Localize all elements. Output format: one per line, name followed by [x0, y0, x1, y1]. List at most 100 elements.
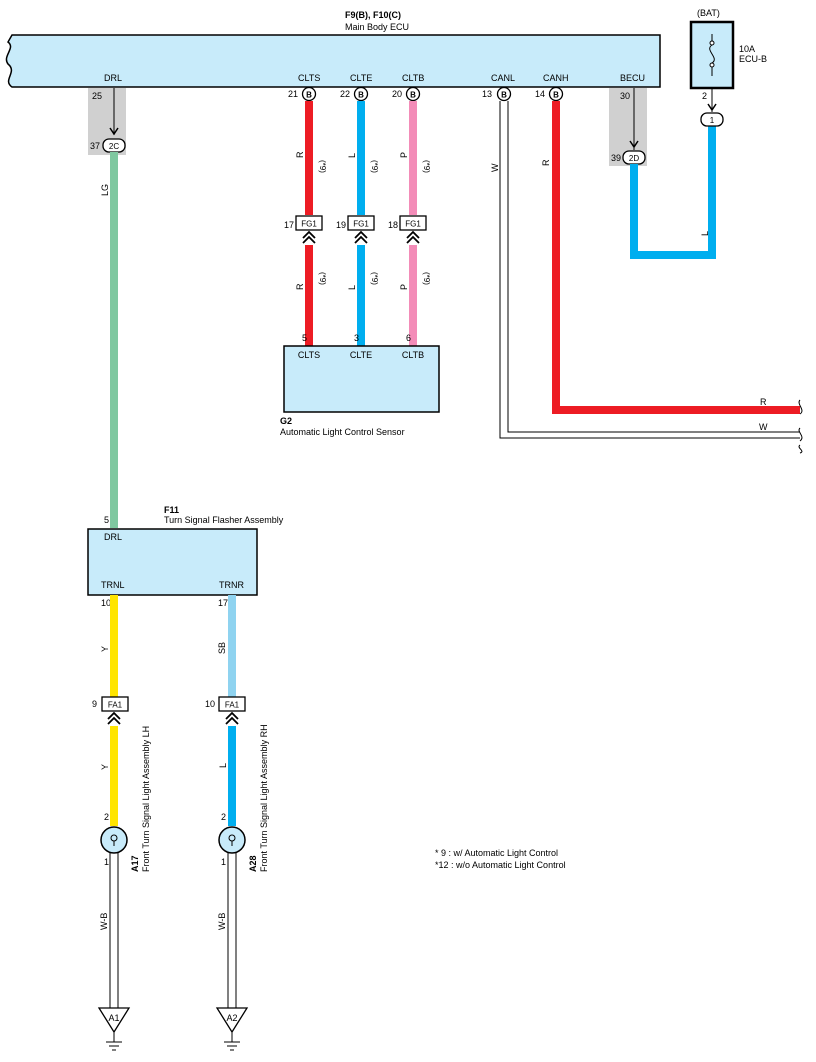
clte-wire-label-lower: L — [347, 285, 357, 290]
svg-text:2: 2 — [104, 812, 109, 822]
ground-wire-lh-label: W-B — [99, 913, 109, 930]
ecu-pin-canl-label: CANL — [491, 73, 515, 83]
lamp-lh-code: A17 — [130, 855, 140, 872]
ground-a2-label: A2 — [226, 1013, 237, 1023]
ecu-pin-clte: 22 B — [340, 86, 369, 102]
sensor-pin-cltb-label: CLTB — [402, 350, 424, 360]
svg-text:1: 1 — [104, 857, 109, 867]
ecu-name: Main Body ECU — [345, 22, 409, 32]
trnl-wire-label-upper: Y — [100, 646, 110, 652]
flasher-box — [87, 528, 258, 596]
fuse-name: ECU-B — [739, 54, 767, 64]
svg-text:FG1: FG1 — [353, 220, 369, 229]
svg-text:FA1: FA1 — [108, 701, 123, 710]
sensor-box — [283, 345, 440, 413]
ground-a1-label: A1 — [108, 1013, 119, 1023]
fuse-icon — [709, 34, 715, 76]
svg-text:19: 19 — [336, 220, 346, 230]
flasher-pin-trnr-label: TRNR — [219, 580, 244, 590]
svg-text:B: B — [410, 91, 416, 100]
fa1-connector-trnr: 10 FA1 — [205, 696, 246, 725]
canl-wire-label-right: W — [759, 422, 768, 432]
fg1-connector-cltb: 18 FG1 — [388, 215, 427, 244]
lamp-rh-name: Front Turn Signal Light Assembly RH — [259, 724, 269, 872]
junction-drl-num: 37 — [90, 141, 100, 151]
ecu-codes: F9(B), F10(C) — [345, 10, 401, 20]
flasher-pin-drl-label: DRL — [104, 532, 122, 542]
svg-text:10: 10 — [205, 699, 215, 709]
fuse-arrow-icon — [707, 103, 717, 112]
fuse-conn: 1 — [710, 116, 715, 125]
fg1-connector-clte: 19 FG1 — [336, 215, 375, 244]
sensor-pin-clts-label: CLTS — [298, 350, 320, 360]
wire-break-icon — [798, 399, 803, 454]
ground-wire-rh-label: W-B — [217, 913, 227, 930]
svg-text:FA1: FA1 — [225, 701, 240, 710]
clte-opt-lower: (*9) — [370, 272, 379, 285]
lamp-rh-code: A28 — [248, 855, 258, 872]
canl-wire — [499, 101, 800, 439]
canl-wire-label: W — [490, 163, 500, 172]
fuse-connector — [700, 112, 724, 127]
note-1: * 9 : w/ Automatic Light Control — [435, 848, 558, 858]
ecu-pin-canh: 14 B — [535, 86, 564, 102]
drl-arrow-icon — [109, 127, 119, 136]
fuse-pin: 2 — [702, 91, 707, 101]
svg-text:17: 17 — [284, 220, 294, 230]
lamp-lh-name: Front Turn Signal Light Assembly LH — [141, 726, 151, 872]
flasher-code: F11 — [164, 505, 179, 515]
trnr-wire-label-lower: L — [218, 763, 228, 768]
svg-text:18: 18 — [388, 220, 398, 230]
ecu-pin-cltb: 20 B — [392, 86, 421, 102]
svg-text:9: 9 — [92, 699, 97, 709]
flasher-pin-trnr-num: 17 — [218, 598, 228, 608]
fa1-connector-trnl: 9 FA1 — [92, 696, 129, 725]
svg-text:B: B — [306, 91, 312, 100]
trnr-wire-label-upper: SB — [217, 642, 227, 654]
ecu-pin-drl-label: DRL — [104, 73, 122, 83]
svg-text:2: 2 — [221, 812, 226, 822]
svg-text:B: B — [553, 91, 559, 100]
svg-text:B: B — [358, 91, 364, 100]
note-2: *12 : w/o Automatic Light Control — [435, 860, 566, 870]
fuse-rating: 10A — [739, 44, 755, 54]
ecu-pin-becu-num: 30 — [620, 91, 630, 101]
ground-a1-icon — [97, 1007, 131, 1051]
sensor-pin-clte-label: CLTE — [350, 350, 372, 360]
ecu-pin-canh-label: CANH — [543, 73, 569, 83]
ecu-pin-drl-num: 25 — [92, 91, 102, 101]
ground-a2-icon — [215, 1007, 249, 1051]
svg-text:B: B — [501, 91, 507, 100]
becu-wire-label: L — [700, 231, 710, 236]
clts-wire-label-upper: R — [295, 151, 305, 158]
cltb-opt-lower: (*9) — [422, 272, 431, 285]
canh-wire — [552, 101, 800, 414]
ecu-pin-becu-label: BECU — [620, 73, 645, 83]
canh-wire-label-right: R — [760, 397, 767, 407]
junction-becu-conn: 2D — [629, 154, 639, 163]
lg-wire-label: LG — [100, 184, 110, 196]
ecu-box — [5, 34, 661, 88]
ecu-pin-clte-label: CLTE — [350, 73, 372, 83]
cltb-wire-label-lower: P — [399, 284, 409, 290]
svg-text:13: 13 — [482, 89, 492, 99]
ecu-pin-clts-label: CLTS — [298, 73, 320, 83]
clte-opt-upper: (*9) — [370, 160, 379, 173]
sensor-code: G2 — [280, 416, 292, 426]
junction-becu-num: 39 — [611, 153, 621, 163]
cltb-wire-label-upper: P — [399, 152, 409, 158]
sensor-pin-clte-num: 3 — [354, 333, 359, 343]
lamp-rh: 2 1 — [218, 812, 246, 867]
canh-wire-label: R — [541, 159, 551, 166]
clts-opt-upper: (*9) — [318, 160, 327, 173]
flasher-pin-trnl-label: TRNL — [101, 580, 125, 590]
sensor-pin-clts-num: 5 — [302, 333, 307, 343]
becu-wire — [630, 126, 716, 259]
ecu-pin-clts: 21 B — [288, 86, 317, 102]
lamp-lh: 2 1 — [100, 812, 128, 867]
junction-drl-conn: 2C — [109, 142, 119, 151]
becu-arrow-icon — [629, 140, 639, 149]
svg-text:21: 21 — [288, 89, 298, 99]
sensor-pin-cltb-num: 6 — [406, 333, 411, 343]
clts-opt-lower: (*9) — [318, 272, 327, 285]
